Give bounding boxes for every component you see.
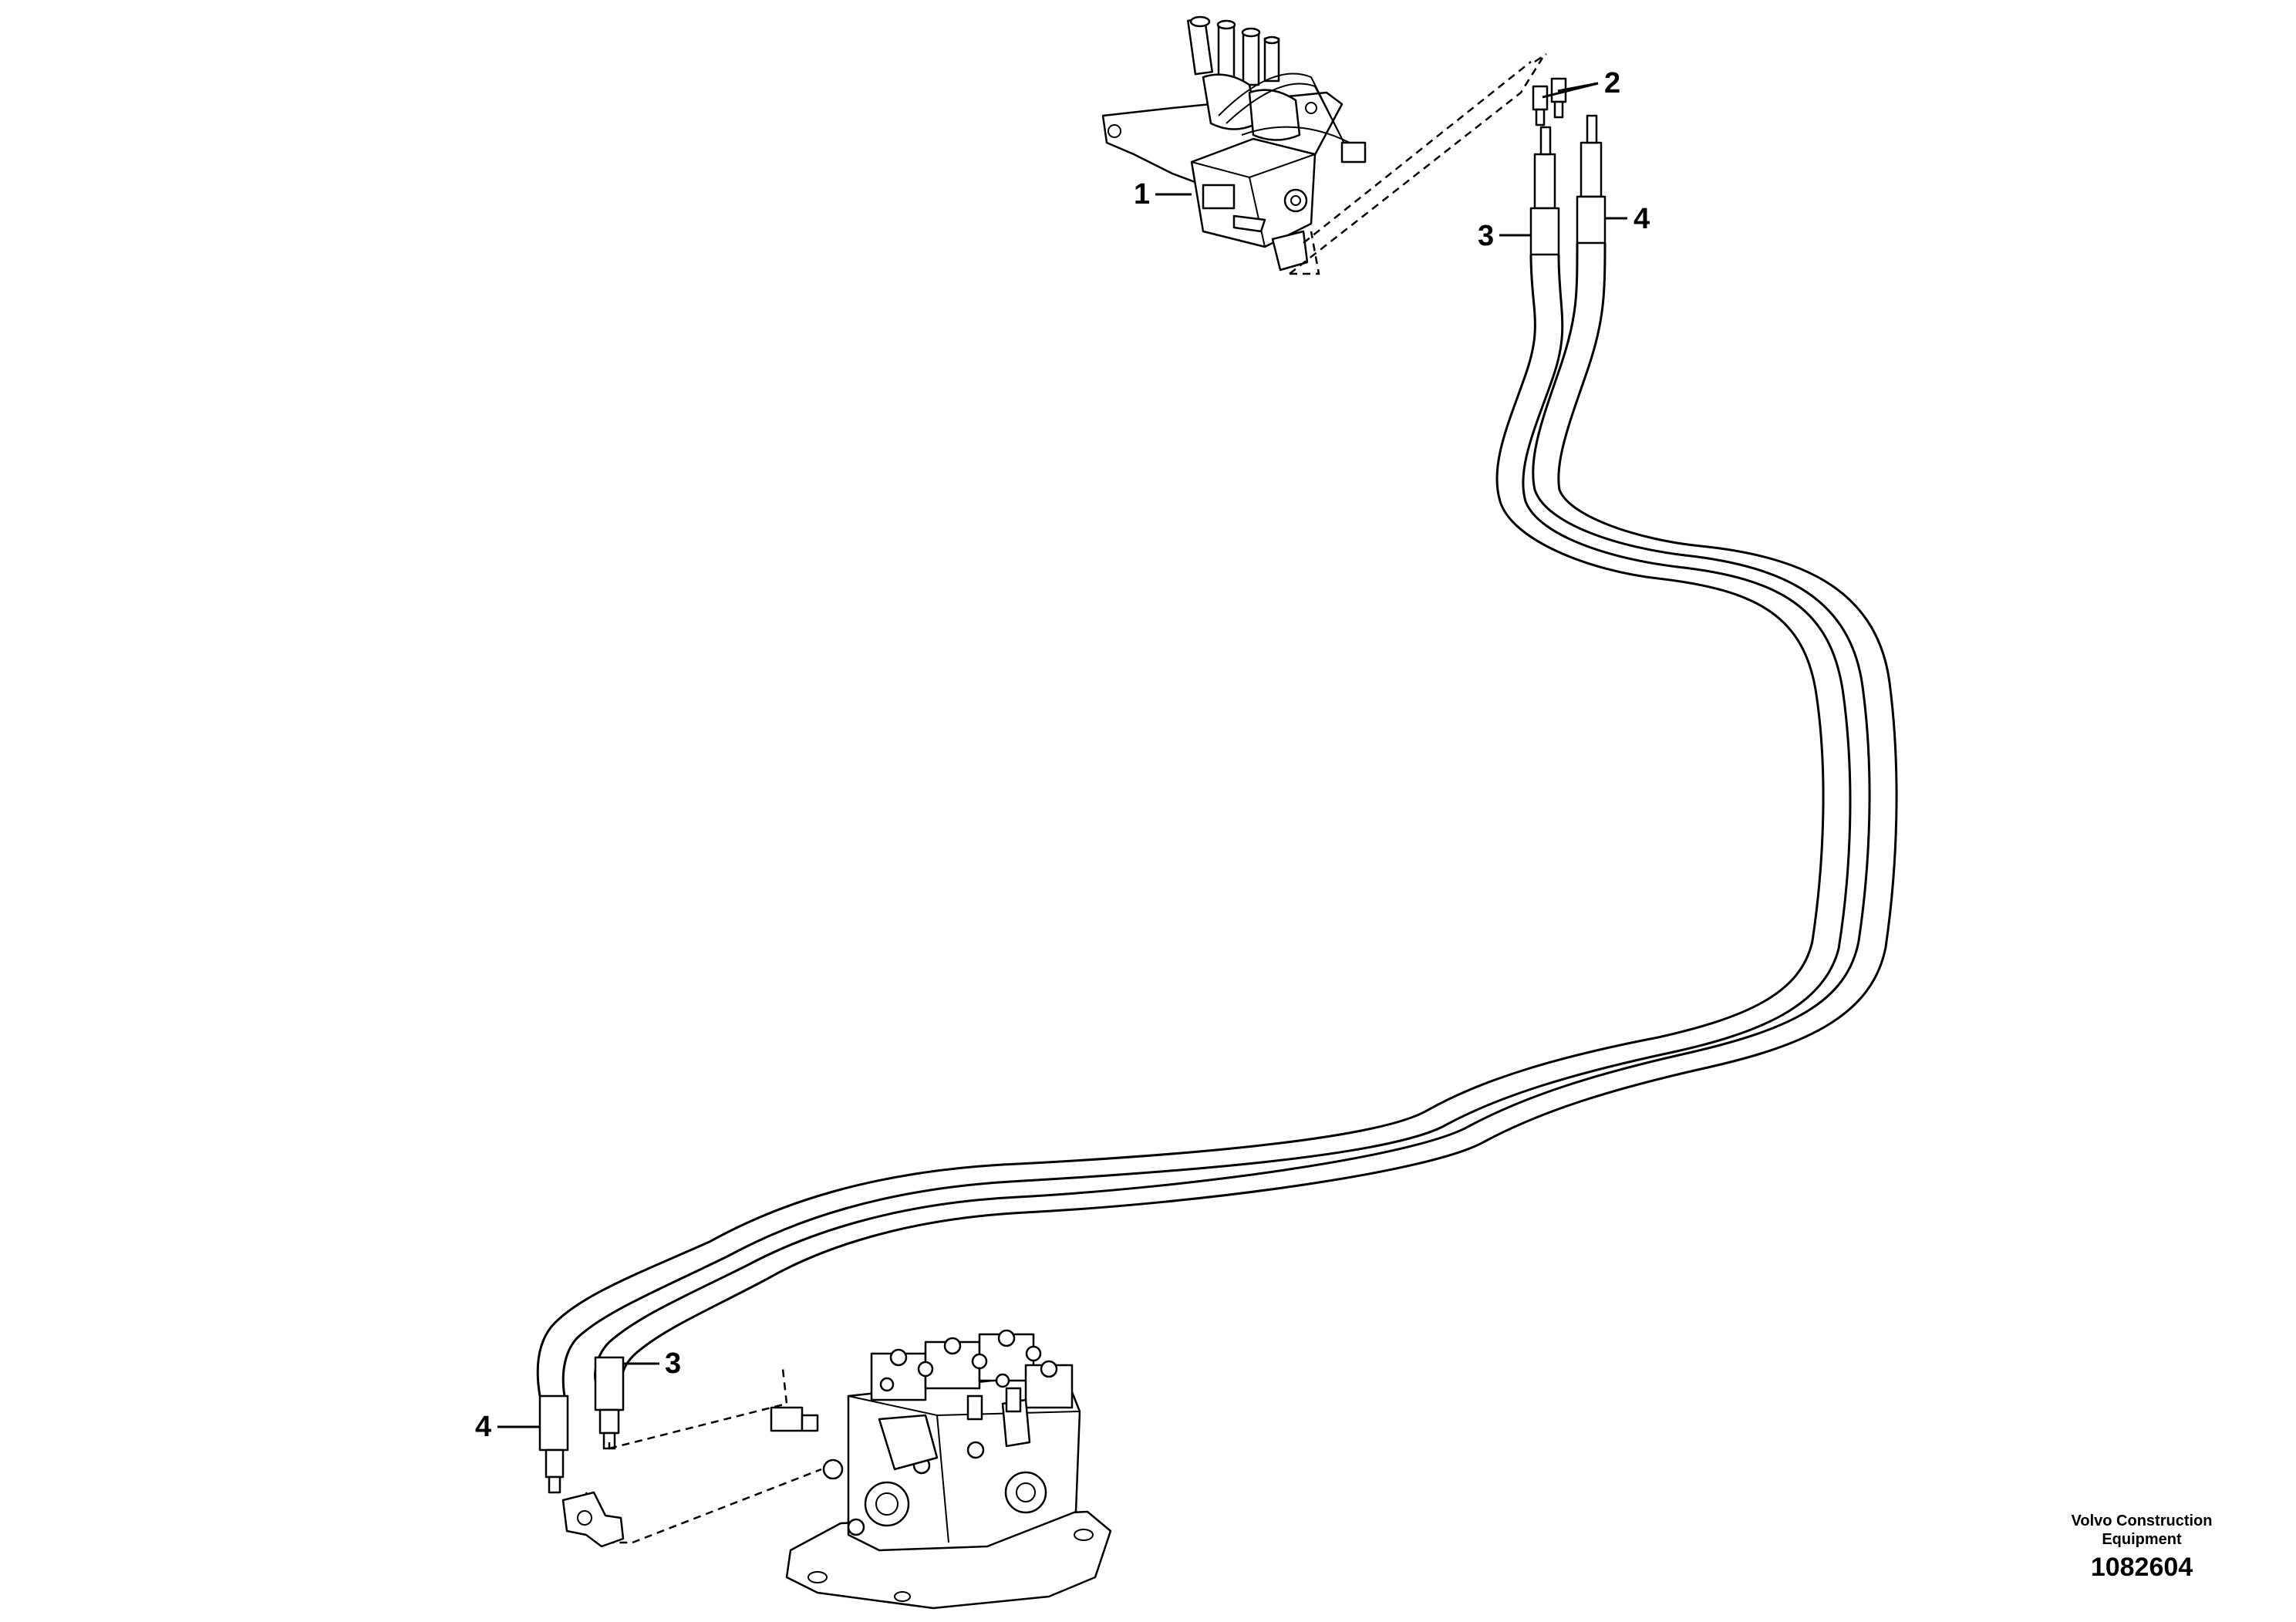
- callout-3-bottom: 3: [665, 1347, 681, 1380]
- control-valve-icon: [785, 1329, 1112, 1610]
- hose-end-icon: [1529, 114, 1607, 256]
- callout-3-top: 3: [1478, 220, 1494, 252]
- credit-line-2: Equipment: [2102, 1531, 2182, 1548]
- callout-4-bottom: 4: [475, 1411, 491, 1443]
- elbow-fitting-icon: [561, 1406, 819, 1548]
- hydraulic-hose-icon: [536, 242, 1898, 1397]
- hose-end-bottom-icon: [538, 1356, 625, 1494]
- fitting-icon: [1532, 77, 1567, 126]
- credit-line-1: Volvo Construction: [2071, 1512, 2213, 1529]
- callout-4-top: 4: [1633, 203, 1650, 235]
- callout-1: 1: [1134, 178, 1150, 211]
- callout-2: 2: [1604, 67, 1620, 99]
- pilot-valve-icon: [1101, 15, 1367, 271]
- document-number: 1082604: [2090, 1553, 2193, 1582]
